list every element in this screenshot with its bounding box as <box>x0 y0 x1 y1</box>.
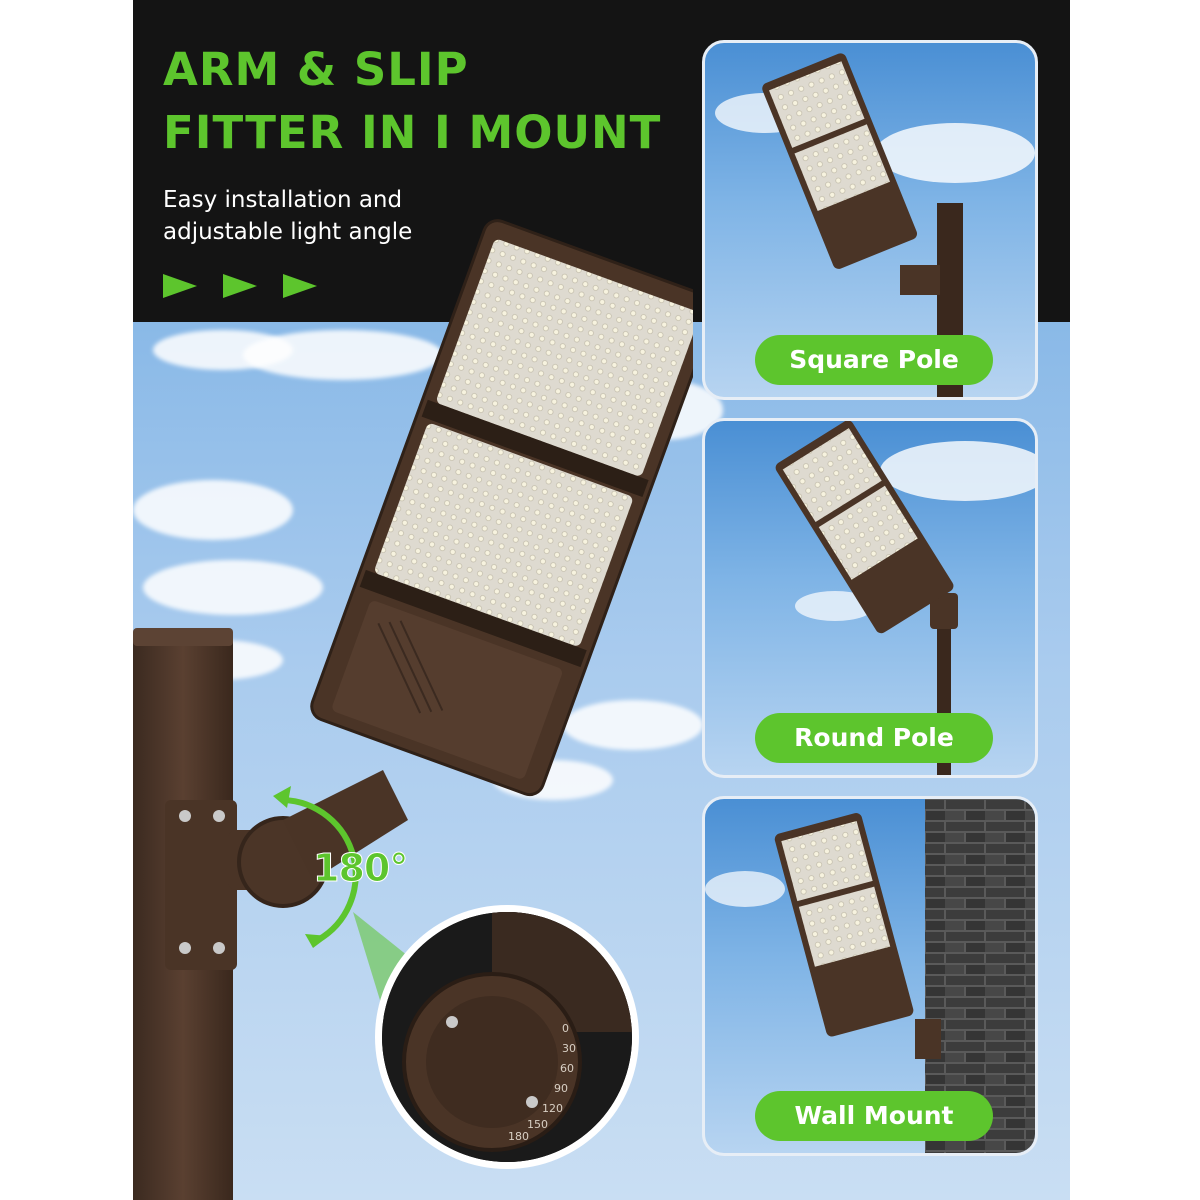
cloud <box>563 700 703 750</box>
arrow-head-icon <box>305 934 329 948</box>
subheadline-line-2: adjustable light angle <box>163 219 413 245</box>
dial-marking: 60 <box>560 1062 574 1075</box>
bolt-icon <box>213 810 225 822</box>
square-pole-illustration <box>715 53 1035 397</box>
mount-card-round-pole: Round Pole <box>702 418 1038 778</box>
mount-card-wall-mount: Wall Mount <box>702 796 1038 1156</box>
arrow-row <box>163 274 317 298</box>
mount-label-round-pole: Round Pole <box>755 713 993 763</box>
chevron-right-icon <box>163 274 197 298</box>
rotation-dial-illustration: 0 30 60 90 120 150 180 <box>382 912 632 1162</box>
zoom-inner: 0 30 60 90 120 150 180 <box>382 912 632 1162</box>
led-module-bottom <box>794 124 891 211</box>
subheadline-line-1: Easy installation and <box>163 187 403 213</box>
arrow-head-icon <box>273 786 291 808</box>
product-infographic: ARM & SLIP FITTER IN I MOUNT Easy instal… <box>133 0 1070 1200</box>
bolt-icon <box>179 942 191 954</box>
dial-marking: 120 <box>542 1102 563 1115</box>
subheadline: Easy installation and adjustable light a… <box>163 184 412 248</box>
round-pole-illustration <box>775 421 1035 775</box>
led-module-bottom <box>375 423 633 646</box>
led-module-top <box>436 239 693 476</box>
led-module-bottom <box>818 485 918 580</box>
driver-box <box>332 601 563 779</box>
heatsink-divider <box>421 399 649 498</box>
bolt-icon <box>526 1096 538 1108</box>
rotation-arc <box>282 797 359 943</box>
wall-bracket <box>915 1019 941 1059</box>
dial-marking: 150 <box>527 1118 548 1131</box>
dial-marking: 90 <box>554 1082 568 1095</box>
pole-bracket <box>900 265 940 295</box>
led-module-bottom <box>798 886 891 967</box>
vent-lines <box>388 621 433 713</box>
dial-marking: 30 <box>562 1042 576 1055</box>
heatsink-divider <box>359 569 587 668</box>
zoom-pointer <box>353 912 413 1010</box>
chevron-right-icon <box>283 274 317 298</box>
rotation-angle-label: 180° <box>312 846 408 891</box>
dial-marking: 0 <box>562 1022 569 1035</box>
led-module-top <box>781 820 873 902</box>
mount-label-wall-mount: Wall Mount <box>755 1091 993 1141</box>
headline: ARM & SLIP FITTER IN I MOUNT <box>163 38 661 164</box>
cloud <box>143 560 323 615</box>
main-fixture-illustration <box>133 219 693 1200</box>
swivel-detail-zoom: 0 30 60 90 120 150 180 <box>375 905 639 1169</box>
slip-fitter <box>930 593 958 629</box>
chevron-right-icon <box>223 274 257 298</box>
bolt-icon <box>213 942 225 954</box>
bolt-icon <box>446 1016 458 1028</box>
led-module-top <box>769 61 865 148</box>
pole-cap <box>133 628 233 646</box>
led-module-top <box>782 428 882 523</box>
vent-lines <box>377 622 422 714</box>
slip-fitter <box>283 770 408 880</box>
headline-line-1: ARM & SLIP <box>163 43 469 96</box>
cloud <box>133 480 293 540</box>
headline-line-2: FITTER IN I MOUNT <box>163 106 662 159</box>
vent-lines <box>399 620 444 711</box>
pole-bracket <box>165 800 237 970</box>
mount-label-square-pole: Square Pole <box>755 335 993 385</box>
mount-card-square-pole: Square Pole <box>702 40 1038 400</box>
dial-marking: 180 <box>508 1130 529 1143</box>
bolt-icon <box>179 810 191 822</box>
cloud <box>243 330 443 380</box>
